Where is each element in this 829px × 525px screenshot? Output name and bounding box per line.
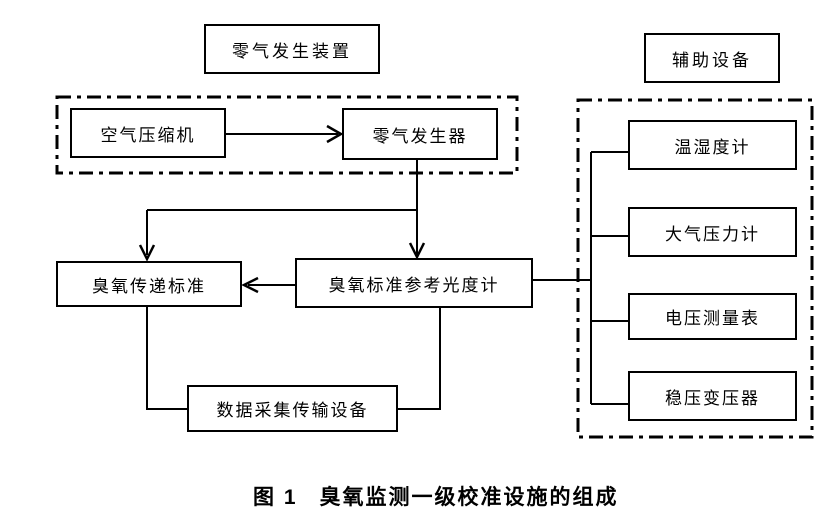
node-thermo-hygrometer: 温湿度计 — [628, 120, 797, 170]
zero-gas-group-title-box: 零气发生装置 — [204, 24, 380, 74]
node-zero-gas-generator: 零气发生器 — [342, 108, 498, 160]
node-data-acquisition: 数据采集传输设备 — [187, 385, 398, 432]
arrowhead-down-standard-icon — [138, 244, 156, 262]
arrowhead-down-photometer-icon — [408, 242, 426, 260]
node-ozone-transfer-standard: 臭氧传递标准 — [56, 261, 242, 307]
node-barometer: 大气压力计 — [628, 207, 797, 257]
node-voltage-stabilizer: 稳压变压器 — [628, 371, 797, 421]
node-barometer-label: 大气压力计 — [665, 224, 760, 244]
node-air-compressor: 空气压缩机 — [70, 108, 226, 158]
node-data-acquisition-label: 数据采集传输设备 — [216, 401, 369, 420]
figure-title: 臭氧监测一级校准设施的组成 — [319, 486, 619, 509]
node-voltmeter: 电压测量表 — [628, 293, 797, 340]
arrowhead-right-icon — [326, 124, 344, 144]
auxiliary-group-title: 辅助设备 — [672, 50, 752, 70]
node-voltmeter-label: 电压测量表 — [665, 309, 760, 328]
zero-gas-group-title: 零气发生装置 — [232, 41, 352, 61]
arrowhead-left-icon — [241, 276, 259, 294]
node-ozone-transfer-standard-label: 臭氧传递标准 — [92, 276, 206, 296]
zero-gas-group-frame — [55, 95, 519, 175]
auxiliary-group-frame — [576, 98, 814, 439]
auxiliary-group-title-box: 辅助设备 — [644, 33, 780, 83]
node-thermo-hygrometer-label: 温湿度计 — [674, 137, 751, 157]
node-air-compressor-label: 空气压缩机 — [100, 125, 196, 145]
node-ozone-srp: 臭氧标准参考光度计 — [295, 258, 533, 308]
node-zero-gas-generator-label: 零气发生器 — [372, 126, 468, 146]
node-ozone-srp-label: 臭氧标准参考光度计 — [328, 275, 500, 295]
figure-number: 图 1 — [253, 486, 298, 509]
node-voltage-stabilizer-label: 稳压变压器 — [665, 388, 760, 408]
figure-caption: 图 1 臭氧监测一级校准设施的组成 — [253, 481, 619, 511]
